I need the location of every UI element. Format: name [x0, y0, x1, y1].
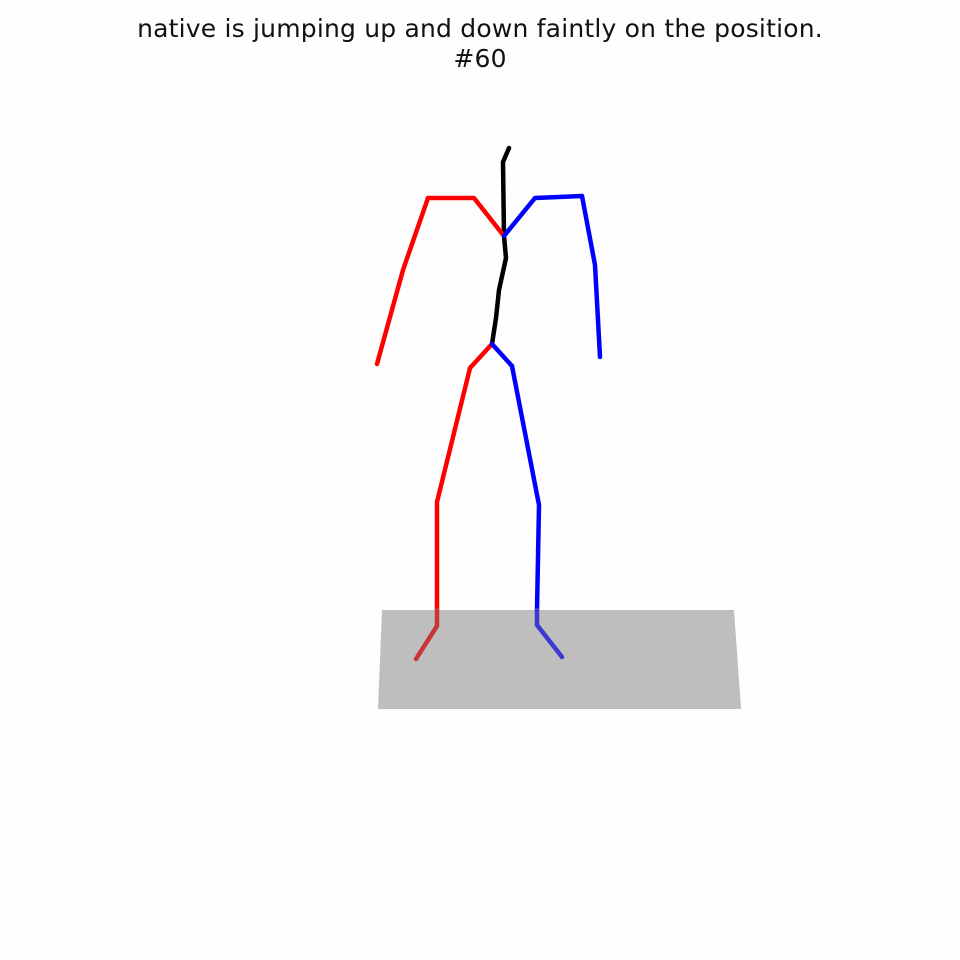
ground-plane: [378, 610, 741, 709]
motion-description: native is jumping up and down faintly on…: [137, 14, 823, 43]
frame-number: #60: [453, 44, 507, 73]
right-shoulder: [425, 195, 507, 239]
right-leg: [434, 365, 473, 613]
left-arm: [579, 193, 603, 360]
right-arm: [374, 195, 431, 367]
right-foot: [413, 607, 440, 662]
left-foot: [534, 607, 565, 660]
left-shoulder: [501, 193, 585, 239]
left-leg: [509, 363, 542, 613]
left-hip: [489, 341, 515, 369]
right-hip: [467, 341, 495, 371]
spine: [489, 145, 512, 347]
caption: native is jumping up and down faintly on…: [0, 14, 960, 74]
